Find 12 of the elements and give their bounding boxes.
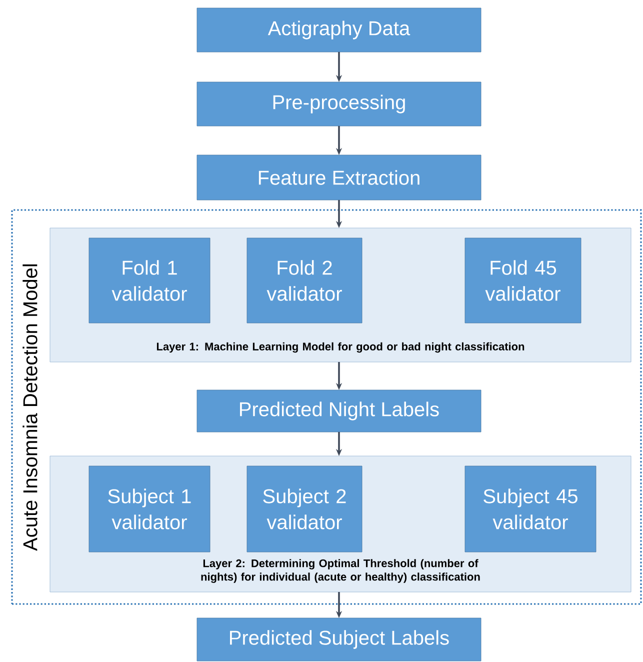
validator-box: Fold 2 validator: [246, 238, 362, 324]
validator-box: Subject 1 validator: [88, 466, 210, 552]
process-box: Predicted Subject Labels: [196, 618, 482, 662]
group-label: Acute Insomnia Detection Model: [22, 264, 38, 551]
process-box: Feature Extraction: [196, 154, 482, 200]
validator-box: Fold 45 validator: [464, 238, 582, 324]
validator-box: Fold 1 validator: [88, 238, 210, 324]
process-box: Pre-processing: [196, 82, 482, 126]
process-box: Predicted Night Labels: [196, 390, 482, 432]
validator-box: Subject 2 validator: [246, 466, 362, 552]
process-box: Actigraphy Data: [196, 8, 482, 52]
validator-box: Subject 45 validator: [464, 466, 596, 552]
